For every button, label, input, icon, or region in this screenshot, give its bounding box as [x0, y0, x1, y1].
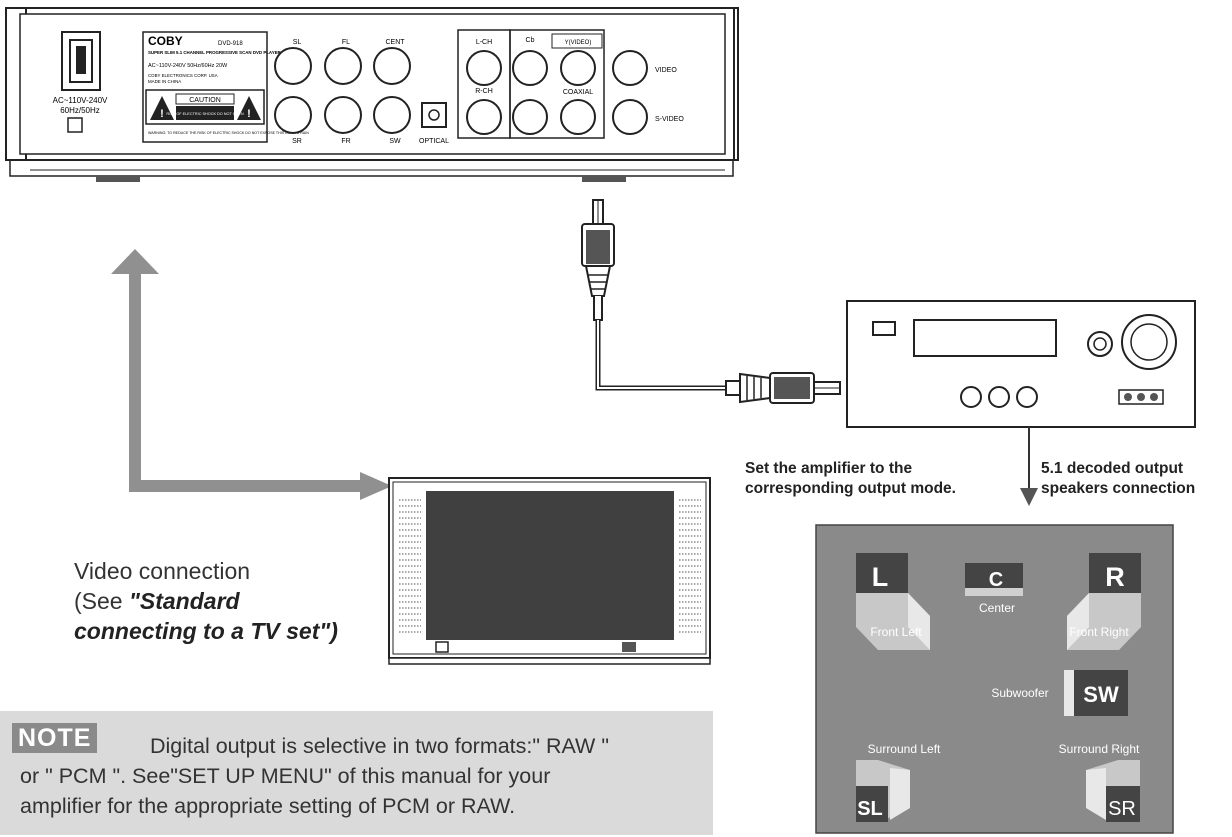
amp-mode-caption: Set the amplifier to the corresponding o…	[745, 459, 956, 499]
video-caption-see: (See	[74, 588, 129, 614]
jack-label-cb: Cb	[526, 37, 535, 44]
video-caption-reference-1: "Standard	[128, 588, 240, 614]
jack-label-cent: CENT	[385, 39, 405, 46]
svg-text:!: !	[160, 108, 164, 120]
speaker-subwoofer: SW Subwoofer	[991, 670, 1128, 716]
speakers-output-caption-line-2: speakers connection	[1041, 480, 1196, 497]
speakers-output-caption-line-1: 5.1 decoded output	[1041, 460, 1184, 477]
speaker-label-subwoofer: Subwoofer	[991, 686, 1048, 700]
note-text: Digital output is selective in two forma…	[20, 731, 710, 821]
caution-triangle-left	[150, 96, 174, 120]
optical-jack	[421, 102, 447, 128]
svg-text:!: !	[247, 108, 251, 120]
jack-label-fl: FL	[342, 39, 350, 46]
speaker-letter-sw: SW	[1083, 682, 1119, 707]
speaker-center: C Center	[965, 563, 1023, 615]
power-rating-text: AC~110V-240V 50Hz/60Hz 20W	[148, 63, 228, 69]
caution-text: CAUTION	[189, 97, 221, 104]
note-line-1: Digital output is selective in two forma…	[20, 731, 710, 761]
model-text: DVD-918	[218, 41, 243, 47]
note-line-2: or " PCM ". See"SET UP MENU" of this man…	[20, 764, 551, 788]
jack-label-optical: OPTICAL	[419, 138, 449, 145]
warning-text: WARNING: TO REDUCE THE RISK OF ELECTRIC …	[148, 131, 309, 135]
tv-speaker-grille-left	[399, 499, 421, 633]
speaker-label-front-left: Front Left	[870, 625, 922, 639]
note-line-3: amplifier for the appropriate setting of…	[20, 794, 516, 818]
jack-label-y-video: Y(VIDEO)	[565, 40, 592, 46]
audio-video-jacks	[466, 50, 648, 135]
amplifier	[846, 300, 1196, 428]
speaker-label-front-right: Front Right	[1069, 625, 1129, 639]
player-info-label: COBY DVD-918 SUPER SLIM 5.1 CHANNEL PROG…	[142, 31, 309, 143]
speaker-letter-sl: SL	[857, 798, 883, 820]
jack-label-sr: SR	[292, 138, 302, 145]
jack-label-coaxial: COAXIAL	[563, 89, 593, 96]
jack-label-svideo: S-VIDEO	[655, 116, 684, 123]
speakers-output-caption: 5.1 decoded output speakers connection	[1041, 459, 1195, 499]
power-rating-label-2: 60Hz/50Hz	[60, 106, 100, 115]
power-socket: AC~110V-240V 60Hz/50Hz	[53, 31, 108, 133]
speaker-letter-c: C	[989, 569, 1003, 591]
description-text: SUPER SLIM 5.1 CHANNEL PROGRESSIVE SCAN …	[148, 50, 282, 55]
note-box: NOTE Digital output is selective in two …	[0, 711, 713, 835]
maker-text-2: MADE IN CHINA	[148, 79, 181, 84]
speaker-letter-l: L	[872, 562, 889, 592]
tv-speaker-grille-right	[679, 499, 701, 633]
brand-text: COBY	[148, 34, 183, 48]
note-line-1-text: Digital output is selective in two forma…	[150, 734, 609, 758]
jack-label-sl: SL	[293, 39, 302, 46]
analog-51-jacks	[274, 47, 411, 134]
dvd-player: AC~110V-240V 60Hz/50Hz COBY DVD-918 SUPE…	[5, 7, 739, 182]
jack-label-lch: L-CH	[476, 39, 492, 46]
jack-label-sw: SW	[389, 138, 401, 145]
jack-label-fr: FR	[341, 138, 350, 145]
video-caption-line-1: Video connection	[74, 558, 251, 584]
speaker-letter-r: R	[1105, 562, 1125, 592]
television	[388, 477, 711, 665]
note-badge: NOTE	[12, 723, 98, 753]
speaker-surround-left: SL Surround Left	[856, 742, 941, 822]
speaker-front-right: R Front Right	[1067, 553, 1141, 650]
speaker-layout-panel: L Front Left C Center R Front Right SW S…	[815, 524, 1174, 834]
video-connection-arrow	[111, 249, 392, 500]
caution-triangle-right	[237, 96, 261, 120]
caution-subtext: RISK OF ELECTRIC SHOCK DO NOT OPEN	[166, 112, 243, 116]
amp-mode-caption-line-2: corresponding output mode.	[745, 480, 956, 497]
speaker-front-left: L Front Left	[856, 553, 930, 650]
amp-mode-caption-line-1: Set the amplifier to the	[745, 460, 913, 477]
video-connection-caption: Video connection (See "Standard connecti…	[74, 556, 338, 646]
video-caption-reference-2: connecting to a TV set")	[74, 618, 338, 644]
video-caption-line-2: (See "Standard	[74, 586, 338, 616]
speaker-label-surround-left: Surround Left	[868, 742, 941, 756]
jack-label-rch: R-CH	[475, 88, 493, 95]
speaker-surround-right: SR Surround Right	[1059, 742, 1140, 822]
coaxial-cable	[581, 199, 841, 404]
amp-to-speakers-arrow	[1020, 427, 1038, 506]
speaker-label-center: Center	[979, 601, 1015, 615]
speaker-label-surround-right: Surround Right	[1059, 742, 1140, 756]
maker-text-1: COBY ELECTRONICS CORP. USA	[148, 73, 218, 78]
power-rating-label-1: AC~110V-240V	[53, 96, 108, 105]
speaker-letter-sr: SR	[1108, 798, 1136, 820]
jack-label-video: VIDEO	[655, 67, 677, 74]
